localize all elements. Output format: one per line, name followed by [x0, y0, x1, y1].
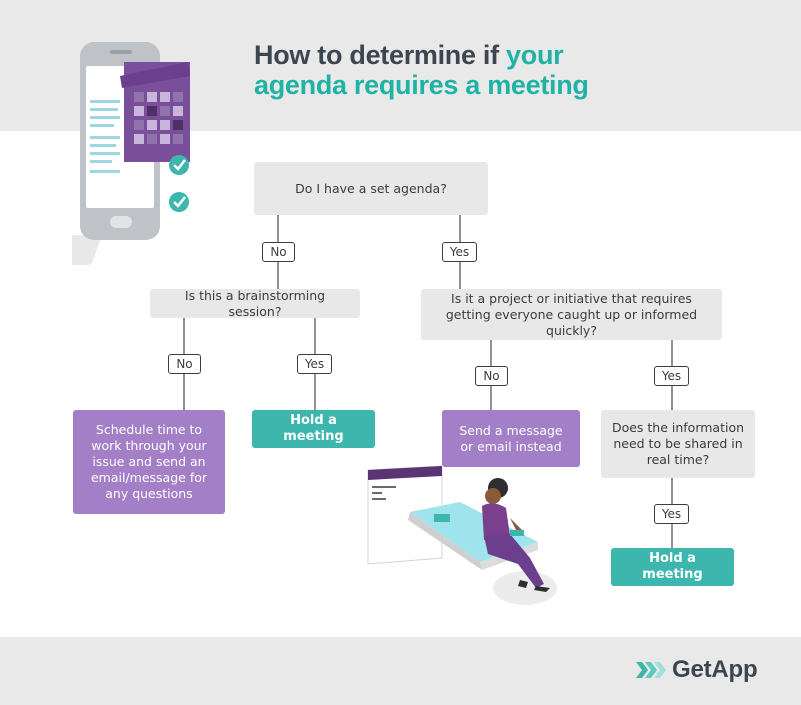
outcome-send-message: Send a message or email instead [442, 410, 580, 467]
chevrons-logo-icon [636, 662, 666, 678]
title-part2: agenda requires a meeting [254, 70, 589, 100]
phone-calendar-icon [72, 42, 190, 265]
label-agenda-no: No [262, 242, 295, 262]
label-brainstorm-no: No [168, 354, 201, 374]
question-brainstorm: Is this a brainstorming session? [150, 288, 360, 319]
title-part1: How to determine if [254, 40, 507, 70]
label-project-yes: Yes [654, 366, 689, 386]
label-agenda-yes: Yes [442, 242, 477, 262]
question-agenda: Do I have a set agenda? [254, 162, 488, 215]
outcome-hold-meeting-2: Hold a meeting [611, 548, 734, 586]
outcome-schedule: Schedule time to work through your issue… [73, 410, 225, 514]
outcome-hold-meeting-1: Hold a meeting [252, 410, 375, 448]
title-highlight: your [506, 40, 564, 70]
logo-text: GetApp [672, 656, 758, 683]
getapp-logo: GetApp [636, 655, 758, 685]
footer-band [0, 637, 801, 705]
label-realtime-yes: Yes [654, 504, 689, 524]
question-realtime: Does the information need to be shared i… [601, 410, 755, 478]
label-brainstorm-yes: Yes [297, 354, 332, 374]
question-project: Is it a project or initiative that requi… [421, 289, 722, 340]
label-project-no: No [475, 366, 508, 386]
person-laptop-icon [367, 465, 557, 605]
